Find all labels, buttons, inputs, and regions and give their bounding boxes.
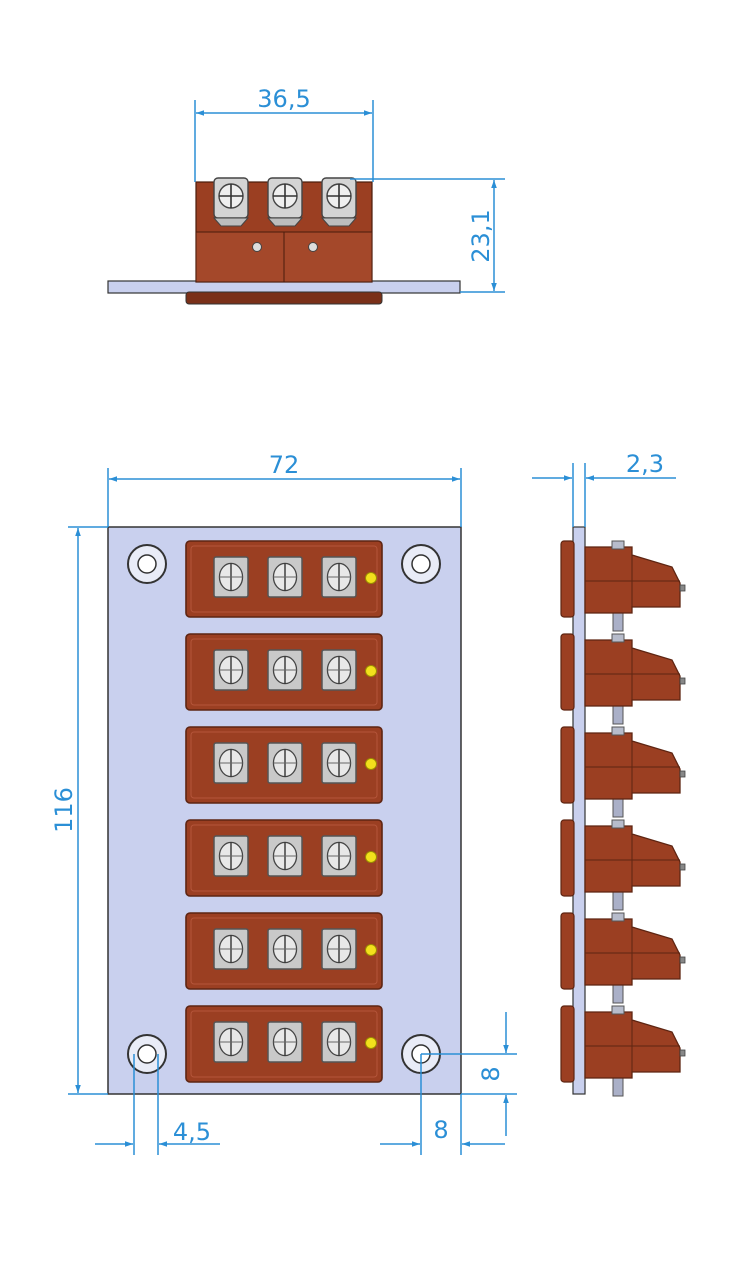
top-view-pin — [252, 242, 262, 252]
terminal-screw — [267, 835, 303, 877]
side-view-flange — [560, 633, 575, 711]
side-view-screw-top — [611, 726, 625, 736]
terminal-screw — [213, 928, 249, 970]
side-view-contact — [679, 584, 686, 592]
top-view-dimensions: 36,5 23,1 — [194, 85, 505, 293]
side-view-screw-top — [611, 912, 625, 922]
top-view-terminal-clamp — [320, 217, 358, 227]
front-view-connectors — [185, 540, 383, 1083]
terminal-screw — [321, 556, 357, 598]
indicator-dot — [365, 1037, 377, 1049]
indicator-dot — [365, 851, 377, 863]
side-view-screw-top — [611, 1005, 625, 1015]
dimension-front-height: 116 — [50, 787, 78, 833]
terminal-screw — [321, 649, 357, 691]
dimension-top-height: 23,1 — [467, 209, 495, 262]
connector-row — [185, 819, 383, 897]
mounting-hole-top-right — [401, 544, 441, 584]
connector-row — [185, 1005, 383, 1083]
terminal-screw — [321, 1021, 357, 1063]
side-view-contact — [679, 1049, 686, 1057]
connector-row — [185, 912, 383, 990]
side-view-screw-top — [611, 819, 625, 829]
side-view-contact — [679, 863, 686, 871]
top-view-connector-base — [185, 291, 383, 305]
indicator-dot — [365, 665, 377, 677]
connector-bezel — [190, 638, 378, 706]
top-view — [107, 177, 461, 305]
side-view-contact — [679, 677, 686, 685]
connector-bezel — [190, 1010, 378, 1078]
top-view-terminal — [266, 177, 304, 227]
connector-bezel — [190, 545, 378, 613]
side-view-connector — [560, 819, 686, 911]
side-view-contact — [679, 770, 686, 778]
terminal-screw — [267, 649, 303, 691]
terminal-screw — [213, 835, 249, 877]
side-view-connector — [560, 540, 686, 632]
terminal-screw — [213, 1021, 249, 1063]
side-view-connector — [560, 726, 686, 818]
top-view-plate — [107, 280, 461, 294]
indicator-dot — [365, 758, 377, 770]
terminal-screw — [267, 928, 303, 970]
dimension-corner-offset-y: 8 — [477, 1066, 505, 1081]
side-view-flange — [560, 540, 575, 618]
side-view-screw-top — [611, 633, 625, 643]
connector-row — [185, 633, 383, 711]
side-view-flange — [560, 1005, 575, 1083]
terminal-screw — [267, 556, 303, 598]
terminal-screw — [321, 835, 357, 877]
connector-row — [185, 726, 383, 804]
terminal-screw — [321, 742, 357, 784]
indicator-dot — [365, 944, 377, 956]
terminal-screw — [213, 649, 249, 691]
top-view-pin — [308, 242, 318, 252]
terminal-screw — [267, 1021, 303, 1063]
top-view-connector-lower-left — [195, 231, 285, 283]
front-view-dimensions: 72 116 4,5 8 8 — [50, 451, 517, 1155]
side-view-flange — [560, 726, 575, 804]
side-view-dimensions: 2,3 — [532, 450, 676, 527]
mounting-hole-bottom-left — [127, 1034, 167, 1074]
dimension-front-width: 72 — [269, 451, 300, 479]
dimension-side-thickness: 2,3 — [626, 450, 664, 478]
connector-bezel — [190, 917, 378, 985]
side-view-flange — [560, 912, 575, 990]
top-view-terminals — [212, 177, 358, 227]
side-view-connector — [560, 912, 686, 1004]
dimension-top-width: 36,5 — [257, 85, 310, 113]
dimension-corner-offset-x: 8 — [433, 1116, 448, 1144]
side-view-contact — [679, 956, 686, 964]
connector-row — [185, 540, 383, 618]
side-view-connector — [560, 1005, 686, 1097]
terminal-screw — [213, 742, 249, 784]
side-view-connectors — [560, 540, 686, 1097]
connector-bezel — [190, 824, 378, 892]
top-view-terminal — [320, 177, 358, 227]
side-view-plate — [572, 526, 586, 1095]
mounting-hole-top-left — [127, 544, 167, 584]
side-view-connector — [560, 633, 686, 725]
dimension-hole-offset-x: 4,5 — [173, 1118, 211, 1146]
connector-bezel — [190, 731, 378, 799]
top-view-terminal-clamp — [212, 217, 250, 227]
front-view — [107, 526, 462, 1095]
terminal-screw — [213, 556, 249, 598]
top-view-connector-lower-right — [283, 231, 373, 283]
side-view — [560, 526, 686, 1097]
side-view-screw-top — [611, 540, 625, 550]
terminal-screw — [321, 928, 357, 970]
indicator-dot — [365, 572, 377, 584]
terminal-screw — [267, 742, 303, 784]
top-view-terminal-clamp — [266, 217, 304, 227]
front-view-plate — [107, 526, 462, 1095]
side-view-flange — [560, 819, 575, 897]
top-view-terminal — [212, 177, 250, 227]
